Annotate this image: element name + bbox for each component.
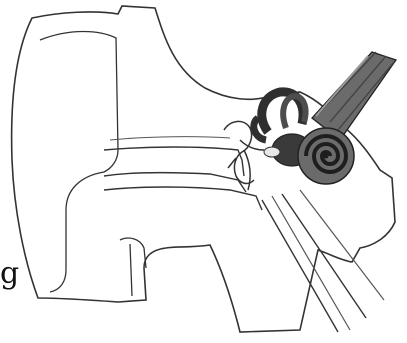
oval-window xyxy=(264,147,280,157)
auditory-nerve xyxy=(312,52,396,140)
cochlea xyxy=(298,128,354,184)
label-fragment: g xyxy=(0,256,19,291)
